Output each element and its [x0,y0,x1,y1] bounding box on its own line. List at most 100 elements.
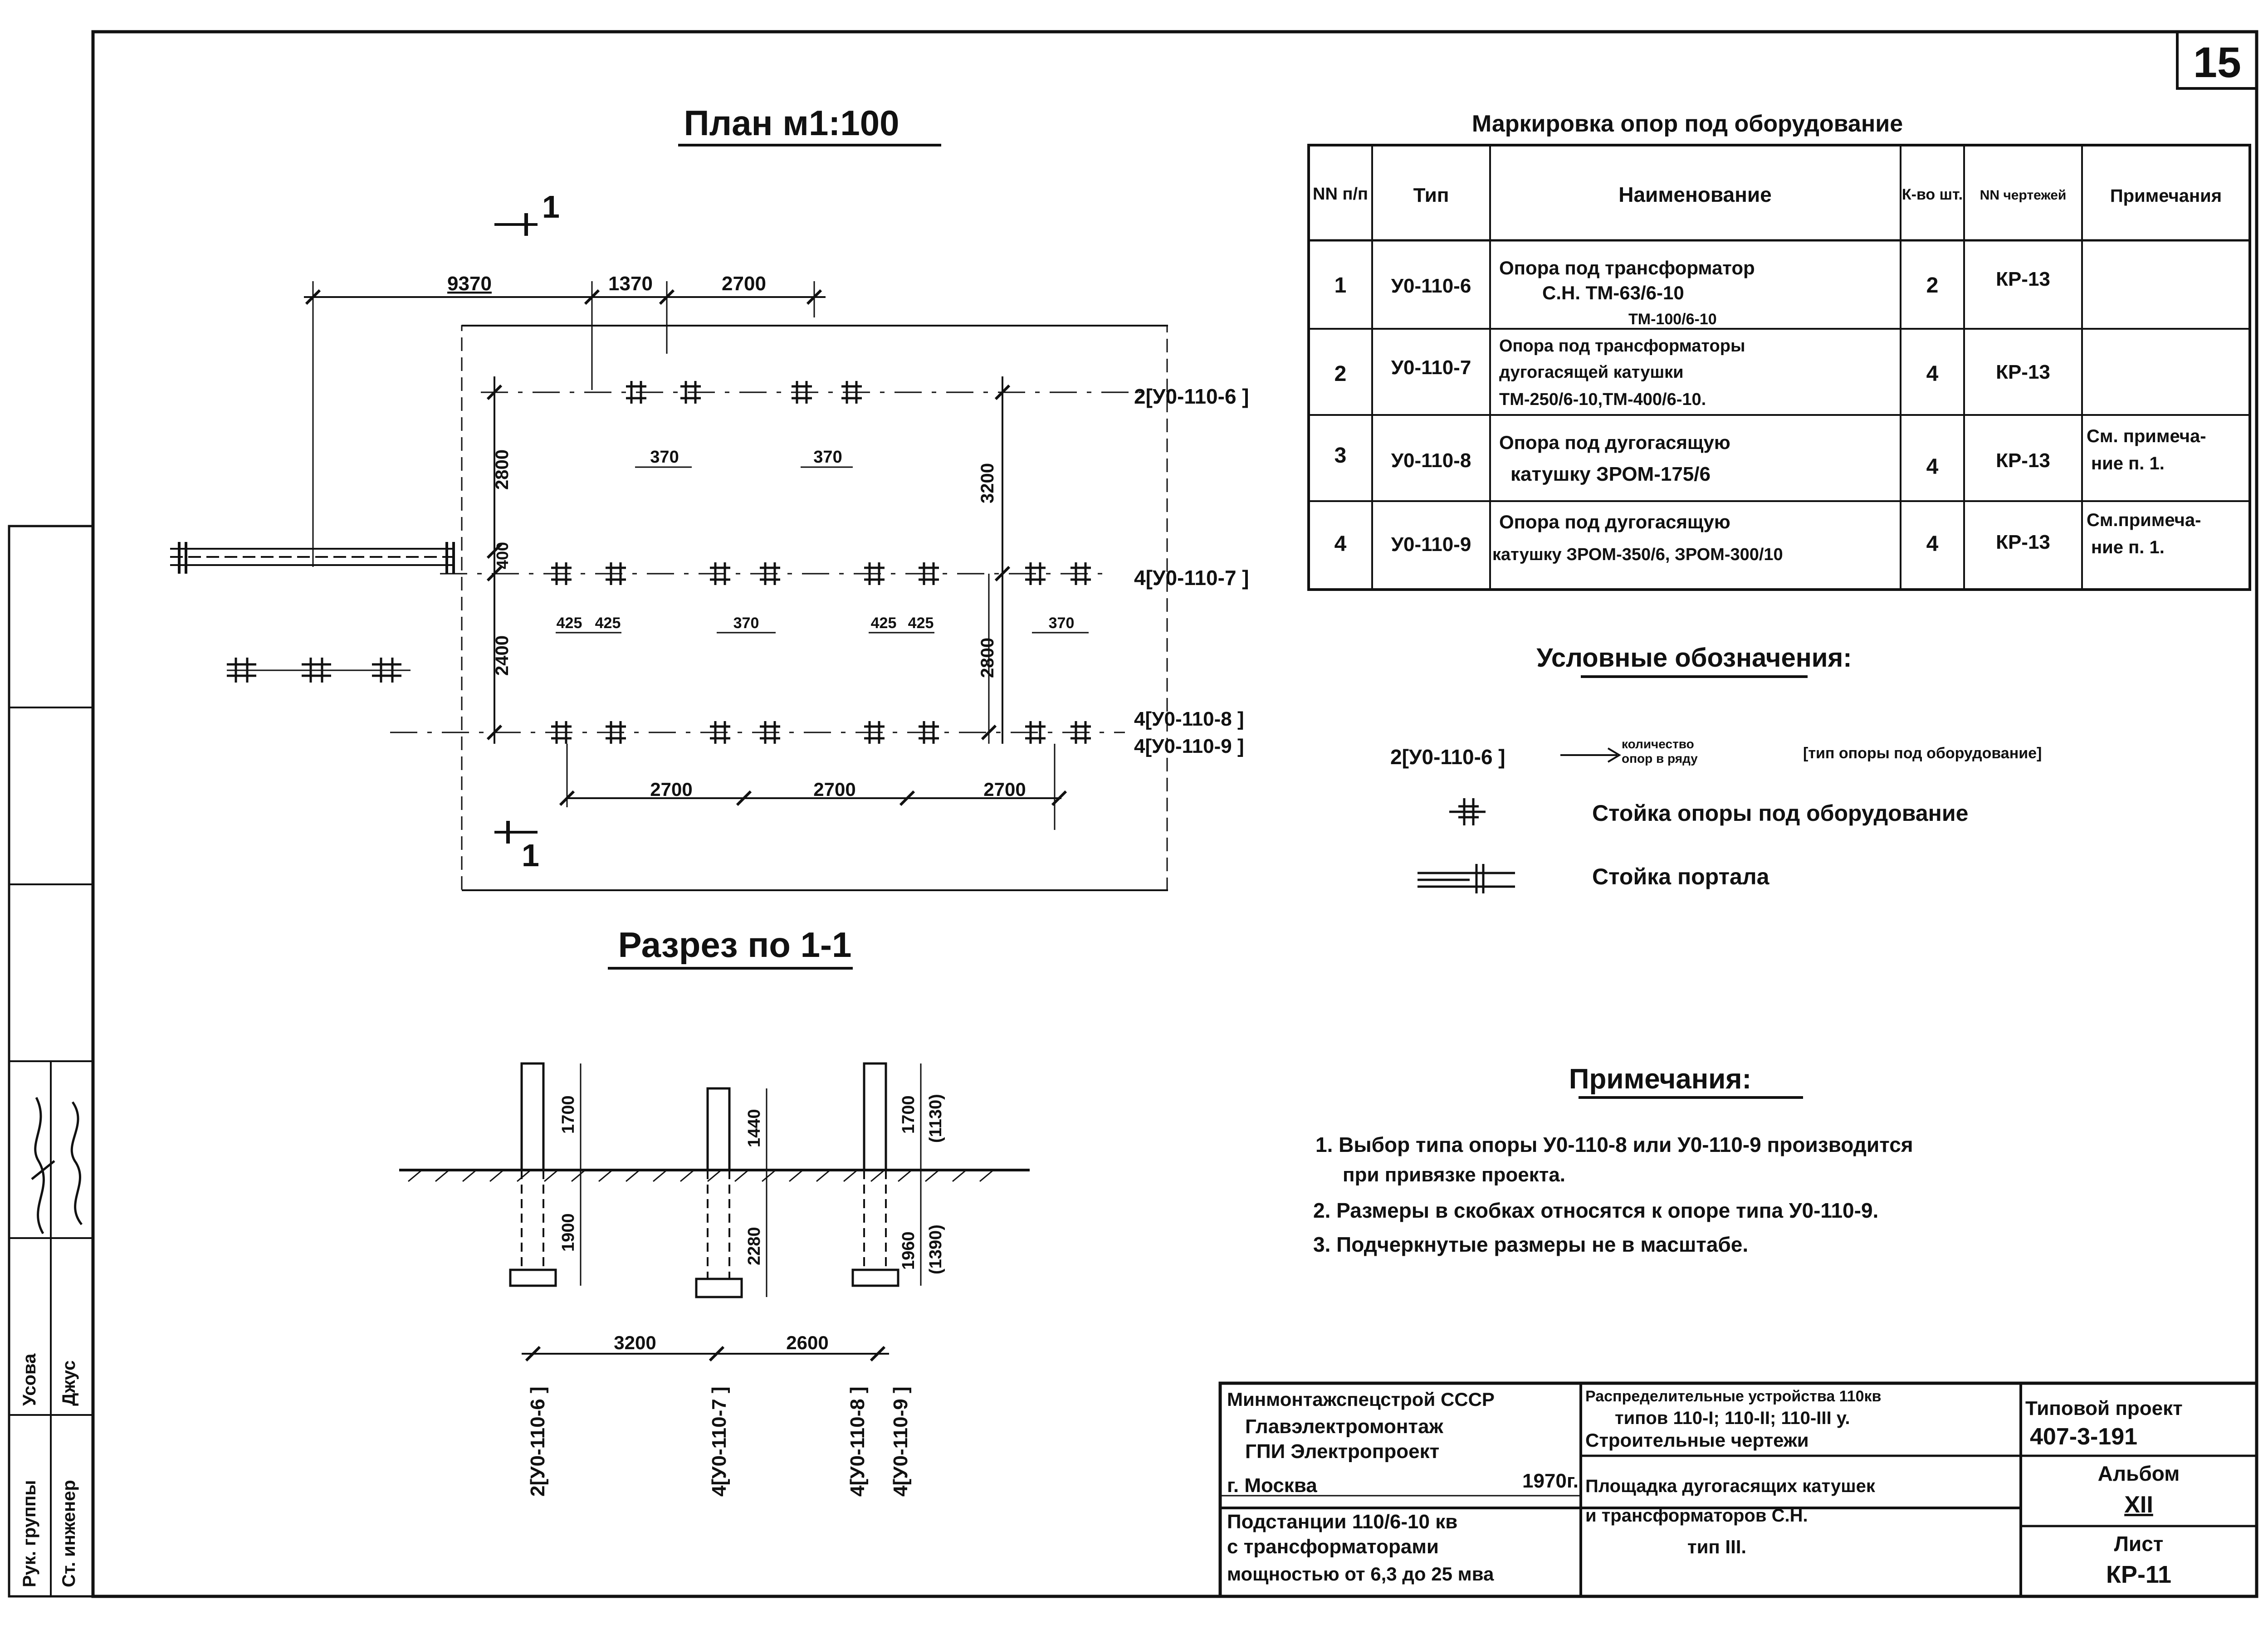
side-stamp: Рук. группы Ст. инженер Усова Джус [8,525,94,1598]
sheet-code: КР-11 [2106,1561,2171,1588]
legend-item-support: Стойка опоры под оборудование [1592,800,1968,826]
svg-text:У0-110-7: У0-110-7 [1391,356,1471,379]
svg-text:370: 370 [650,448,679,467]
svg-text:У0-110-9: У0-110-9 [1391,533,1471,556]
legend-example-label: 2[У0-110-6 ] [1390,745,1505,769]
svg-text:К-во шт.: К-во шт. [1902,186,1963,203]
svg-text:400: 400 [493,542,512,569]
svg-text:425: 425 [595,615,621,632]
svg-text:г. Москва: г. Москва [1227,1474,1317,1497]
svg-text:Минмонтажспецстрой СССР: Минмонтажспецстрой СССР [1227,1389,1495,1410]
svg-text:4: 4 [1926,362,1939,386]
plan-dim-top-1: 9370 [447,273,492,295]
svg-text:1960: 1960 [899,1231,918,1270]
support-symbol-icon [1449,798,1486,825]
svg-text:Строительные чертежи: Строительные чертежи [1585,1429,1809,1451]
row-label-4: 4[У0-110-9 ] [1134,735,1244,757]
svg-text:2: 2 [1334,362,1347,386]
stamp-name-2: Джус [59,1361,79,1406]
plan-supports [551,381,1091,744]
album-number: XII [2124,1492,2153,1518]
section-view: Разрез по 1-1 1700 1900 1440 2280 1700 (… [399,925,1030,1497]
plan-dim-top-2: 1370 [608,273,653,295]
svg-text:1: 1 [542,189,560,224]
stamp-role-2: Ст. инженер [59,1480,79,1587]
svg-text:КР-13: КР-13 [1996,268,2050,290]
section-col-label-3: 4[У0-110-8 ] [846,1386,869,1497]
svg-text:2700: 2700 [813,779,855,800]
section-title: Разрез по 1-1 [618,925,852,965]
row-label-2: 4[У0-110-7 ] [1134,566,1249,590]
stamp-role-1: Рук. группы [20,1480,39,1587]
svg-text:2800: 2800 [492,449,512,490]
svg-text:катушку ЗРОМ-350/6, ЗРОМ-300/1: катушку ЗРОМ-350/6, ЗРОМ-300/10 [1492,545,1783,564]
note-line-4: 3. Подчеркнутые размеры не в масштабе. [1313,1233,1748,1256]
section-col-label-2: 4[У0-110-7 ] [708,1386,730,1497]
svg-text:425: 425 [557,615,582,632]
svg-text:С.Н. ТМ-63/6-10: С.Н. ТМ-63/6-10 [1542,282,1684,303]
svg-text:425: 425 [871,615,897,632]
row-label-1: 2[У0-110-6 ] [1134,385,1249,408]
svg-text:2400: 2400 [492,635,512,676]
svg-text:4: 4 [1334,532,1347,556]
svg-text:ГПИ Электропроект: ГПИ Электропроект [1245,1440,1439,1463]
svg-text:2: 2 [1926,273,1939,298]
svg-text:Подстанции 110/6-10 кв: Подстанции 110/6-10 кв [1227,1511,1457,1533]
svg-text:NN чертежей: NN чертежей [1980,188,2067,203]
svg-text:Примечания: Примечания [2110,186,2222,206]
svg-text:тип III.: тип III. [1687,1536,1746,1557]
svg-text:1700: 1700 [899,1095,918,1134]
svg-text:1700: 1700 [559,1095,578,1134]
svg-text:370: 370 [813,448,842,467]
table-row: 3 У0-110-8 Опора под дугогасящую катушку… [1334,426,2206,485]
svg-text:Главэлектромонтаж: Главэлектромонтаж [1245,1415,1443,1438]
marking-table: Маркировка опор под оборудование NN п/п … [1307,111,2251,591]
section-marker-bottom: 1 [494,821,539,873]
table-row: 1 У0-110-6 Опора под трансформатор С.Н. … [1334,257,2050,328]
svg-text:4: 4 [1926,455,1939,479]
svg-text:3200: 3200 [614,1332,656,1353]
notes: Примечания: 1. Выбор типа опоры У0-110-8… [1313,1063,1913,1256]
svg-text:типов 110-I; 110-II; 110-III у: типов 110-I; 110-II; 110-III у. [1615,1408,1850,1428]
svg-text:Опора под трансформатор: Опора под трансформатор [1499,257,1755,278]
svg-text:2800: 2800 [978,638,997,678]
section-col-label-4: 4[У0-110-9 ] [890,1386,912,1497]
stamp-signature-1 [31,1097,55,1234]
svg-text:КР-13: КР-13 [1996,531,2050,553]
svg-text:У0-110-8: У0-110-8 [1391,449,1471,472]
svg-text:2280: 2280 [745,1227,764,1265]
svg-text:См.примеча-: См.примеча- [2087,510,2201,530]
svg-text:(1390): (1390) [926,1224,945,1274]
title-block: Минмонтажспецстрой СССР Главэлектромонта… [1218,1381,2258,1598]
svg-text:КР-13: КР-13 [1996,361,2050,383]
svg-text:Распределительные устройства 1: Распределительные устройства 110кв [1585,1388,1881,1405]
svg-text:катушку ЗРОМ-175/6: катушку ЗРОМ-175/6 [1510,463,1711,485]
plan-view: План м1:100 1 1 9370 1370 2700 [170,103,1249,891]
note-line-2: при привязке проекта. [1343,1164,1565,1186]
svg-text:мощностью от 6,3 до 25 мва: мощностью от 6,3 до 25 мва [1227,1563,1494,1585]
portal-symbol-icon [1418,864,1515,893]
svg-text:Типовой проект: Типовой проект [2025,1397,2183,1419]
svg-text:ние п. 1.: ние п. 1. [2091,454,2165,473]
svg-text:Опора под трансформаторы: Опора под трансформаторы [1499,337,1745,356]
svg-text:У0-110-6: У0-110-6 [1391,275,1471,297]
svg-text:Лист: Лист [2114,1532,2164,1556]
svg-text:Наименование: Наименование [1618,183,1771,206]
legend-type-label: [тип опоры под оборудование] [1803,745,2042,762]
svg-text:1: 1 [1334,273,1347,298]
legend-title: Условные обозначения: [1536,643,1852,673]
row-label-3: 4[У0-110-8 ] [1134,708,1244,730]
svg-text:1440: 1440 [745,1109,764,1147]
svg-text:1900: 1900 [559,1213,578,1252]
svg-text:2700: 2700 [983,779,1026,800]
svg-text:3: 3 [1334,444,1347,468]
note-line-3: 2. Размеры в скобках относятся к опоре т… [1313,1199,1878,1222]
marking-table-title: Маркировка опор под оборудование [1472,111,1903,137]
svg-text:1: 1 [522,838,539,873]
svg-text:Площадка дугогасящих катушек: Площадка дугогасящих катушек [1585,1476,1876,1496]
plan-title: План м1:100 [684,103,899,143]
legend-item-portal: Стойка портала [1592,864,1770,889]
svg-text:количество: количество [1622,737,1694,751]
svg-text:и трансформаторов С.Н.: и трансформаторов С.Н. [1585,1506,1808,1526]
